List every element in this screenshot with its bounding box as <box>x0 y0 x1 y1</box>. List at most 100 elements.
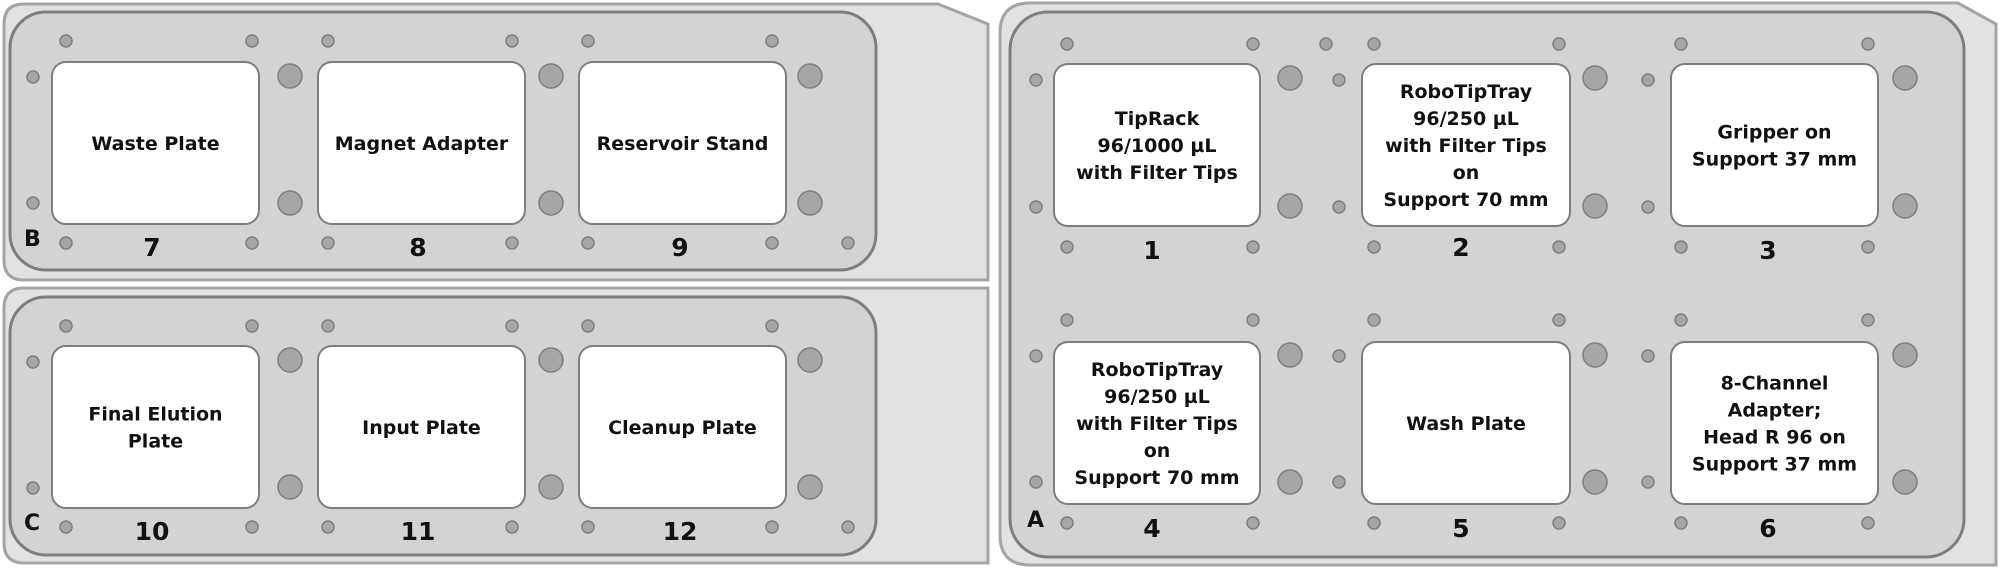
mount-hole <box>505 34 519 48</box>
mount-hole <box>1367 37 1381 51</box>
mount-hole <box>1246 313 1260 327</box>
position-7-number: 7 <box>143 233 160 262</box>
locating-pin <box>277 347 303 373</box>
position-label-line: Waste Plate <box>91 133 219 155</box>
mount-hole <box>1029 349 1043 363</box>
position-11-label: Input Plate <box>362 417 481 439</box>
position-label-line: Final Elution <box>88 404 222 426</box>
mount-hole <box>1029 475 1043 489</box>
mount-hole <box>765 236 779 250</box>
mount-hole <box>59 319 73 333</box>
mount-hole <box>1674 516 1688 530</box>
mount-hole <box>1246 240 1260 254</box>
mount-hole <box>581 236 595 250</box>
mount-hole <box>1060 516 1074 530</box>
position-6-number: 6 <box>1759 514 1776 543</box>
locating-pin <box>538 347 564 373</box>
module-b-pins <box>26 34 855 250</box>
locating-pin <box>277 190 303 216</box>
position-5[interactable]: Wash Plate 5 <box>1361 341 1571 543</box>
mount-hole <box>1552 516 1566 530</box>
position-label-line: Magnet Adapter <box>335 133 509 155</box>
position-9-label: Reservoir Stand <box>597 133 769 155</box>
position-9-slot[interactable] <box>578 61 787 225</box>
position-11-number: 11 <box>401 517 436 546</box>
position-label-line: RoboTipTray <box>1091 359 1224 381</box>
position-1-slot[interactable] <box>1053 63 1261 227</box>
position-8[interactable]: Magnet Adapter 8 <box>317 61 526 262</box>
module-c-pins <box>26 319 855 534</box>
position-9[interactable]: Reservoir Stand 9 <box>578 61 787 262</box>
position-label-line: Wash Plate <box>1406 413 1526 435</box>
module-a-letter: A <box>1027 508 1044 533</box>
mount-hole <box>505 319 519 333</box>
position-5-slot[interactable] <box>1361 341 1571 505</box>
position-7[interactable]: Waste Plate 7 <box>51 61 260 262</box>
mount-hole <box>245 319 259 333</box>
locating-pin <box>797 63 823 89</box>
mount-hole <box>26 196 40 210</box>
position-10-slot[interactable] <box>51 345 260 509</box>
position-11-slot[interactable] <box>317 345 526 509</box>
position-label-line: Support 37 mm <box>1692 149 1857 171</box>
position-6-slot[interactable] <box>1670 341 1879 505</box>
position-label-line: Adapter; <box>1728 400 1822 422</box>
position-11[interactable]: Input Plate 11 <box>317 345 526 546</box>
mount-hole <box>321 520 335 534</box>
mount-hole <box>581 34 595 48</box>
mount-hole <box>1367 516 1381 530</box>
position-label-line: Input Plate <box>362 417 481 439</box>
mount-hole <box>26 70 40 84</box>
locating-pin <box>538 190 564 216</box>
mount-hole <box>1552 37 1566 51</box>
mount-hole <box>245 520 259 534</box>
position-label-line: with Filter Tips <box>1076 162 1238 184</box>
locating-pin <box>538 474 564 500</box>
position-5-number: 5 <box>1452 514 1469 543</box>
position-label-line: Support 70 mm <box>1074 467 1239 489</box>
position-label-line: 8-Channel <box>1721 373 1829 395</box>
position-label-line: Cleanup Plate <box>608 417 757 439</box>
position-12[interactable]: Cleanup Plate 12 <box>578 345 787 546</box>
locating-pin <box>1277 469 1303 495</box>
position-8-slot[interactable] <box>317 61 526 225</box>
position-7-slot[interactable] <box>51 61 260 225</box>
position-label-line: Reservoir Stand <box>597 133 769 155</box>
mount-hole <box>1674 37 1688 51</box>
mount-hole <box>1060 313 1074 327</box>
mount-hole <box>321 34 335 48</box>
position-4-slot[interactable] <box>1053 341 1261 505</box>
locating-pin <box>797 190 823 216</box>
position-3-slot[interactable] <box>1670 63 1879 227</box>
mount-hole <box>26 355 40 369</box>
module-b: Waste Plate 7 Magnet Adapter 8 Reservoir… <box>2 2 990 282</box>
position-9-number: 9 <box>671 233 688 262</box>
locating-pin <box>797 347 823 373</box>
position-label-line: Support 70 mm <box>1383 189 1548 211</box>
mount-hole <box>321 236 335 250</box>
position-label-line: 96/250 µL <box>1413 108 1519 130</box>
position-label-line: on <box>1144 440 1171 462</box>
mount-hole <box>1332 200 1346 214</box>
mount-hole <box>1332 73 1346 87</box>
position-1-number: 1 <box>1143 236 1160 265</box>
locating-pin <box>797 474 823 500</box>
locating-pin <box>1582 65 1608 91</box>
position-12-slot[interactable] <box>578 345 787 509</box>
position-label-line: Plate <box>128 431 183 453</box>
position-8-number: 8 <box>409 233 426 262</box>
locating-pin <box>1582 469 1608 495</box>
position-2-slot[interactable] <box>1361 63 1571 227</box>
locating-pin <box>1892 342 1918 368</box>
mount-hole <box>1029 73 1043 87</box>
